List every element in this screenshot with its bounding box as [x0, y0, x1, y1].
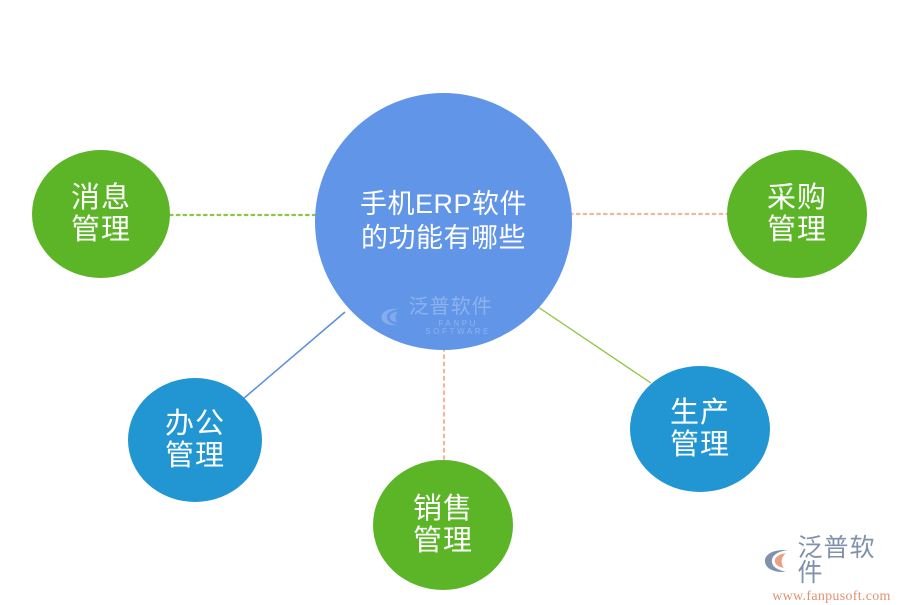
central-node-label-line2: 的功能有哪些: [361, 222, 526, 253]
connector-center-to-shengchan: [537, 306, 652, 384]
fanpu-logo-icon: [764, 550, 788, 572]
node-sales-management[interactable]: 销售 管理: [373, 460, 513, 590]
node-sales-management-label-line2: 管理: [412, 525, 473, 557]
corner-logo-url: www.fanpusoft.com: [772, 589, 891, 604]
node-purchase-management-label-line2: 管理: [766, 214, 827, 246]
node-message-management-label-line1: 消息: [70, 181, 131, 214]
node-message-management-label-line2: 管理: [70, 214, 131, 246]
node-production-management-label-line2: 管理: [669, 429, 730, 461]
node-production-management-label-line1: 生产: [669, 396, 730, 429]
central-node-label-line1: 手机ERP软件: [359, 188, 528, 219]
corner-logo-watermark: 泛普软件 www.fanpusoft.com: [763, 536, 900, 605]
central-node-erp-features[interactable]: 手机ERP软件 的功能有哪些 泛普软件 FANPU SOFTWARE: [315, 93, 572, 350]
hub-watermark-brand: 泛普软件: [408, 296, 493, 318]
node-office-management-label-line1: 办公: [164, 407, 225, 440]
fanpu-logo-icon: [381, 308, 400, 325]
corner-logo-row: 泛普软件: [763, 536, 900, 586]
node-office-management-label-line2: 管理: [164, 440, 225, 472]
node-purchase-management-label-line1: 采购: [766, 181, 827, 214]
node-sales-management-label-line1: 销售: [412, 492, 473, 525]
hub-watermark-brand-en: FANPU SOFTWARE: [425, 319, 492, 336]
node-purchase-management[interactable]: 采购 管理: [727, 150, 867, 278]
connector-center-to-bangong: [242, 311, 346, 400]
corner-logo-brand: 泛普软件: [797, 534, 876, 587]
node-message-management[interactable]: 消息 管理: [32, 150, 170, 278]
node-office-management[interactable]: 办公 管理: [128, 378, 262, 502]
node-production-management[interactable]: 生产 管理: [630, 366, 770, 492]
hub-watermark: 泛普软件 FANPU SOFTWARE: [379, 297, 508, 336]
